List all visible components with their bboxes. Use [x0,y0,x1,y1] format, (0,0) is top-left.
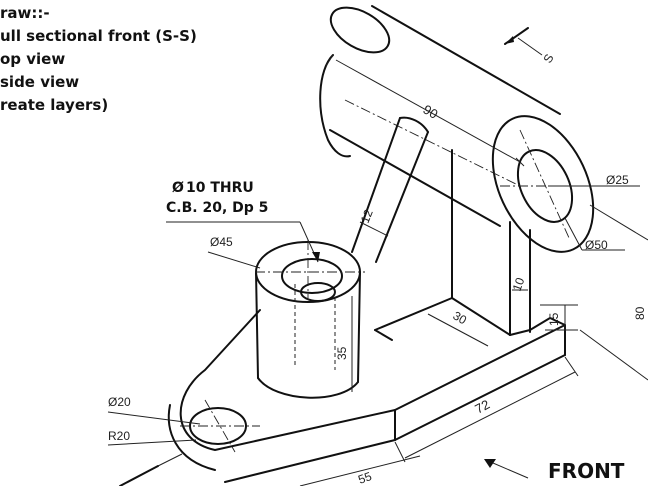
base-plate [167,297,566,483]
hole-spec-line2: C.B. 20, Dp 5 [166,200,268,216]
hole-spec-line1: 10 THRU [186,180,254,196]
svg-text:30: 30 [451,308,470,327]
instructions-heading: raw::- [0,4,50,22]
hole-spec-diameter-symbol: Ø [172,180,184,196]
dim-cylinder-length: 90 [325,54,525,167]
dim-base-width: 55 [299,455,421,486]
svg-text:90: 90 [421,102,441,122]
hole-callout: Ø 10 THRU C.B. 20, Dp 5 [166,180,320,263]
dim-bore-dia: Ø25 [548,173,640,187]
section-label-top: S [540,52,556,66]
instructions-list: raw::- ull sectional front (S-S) op view… [0,2,197,117]
svg-text:Ø25: Ø25 [606,173,629,187]
svg-text:72: 72 [472,397,492,417]
instruction-item: ull sectional front (S-S) [0,27,197,45]
dim-base-length: 72 [394,356,579,463]
vertical-boss [255,240,365,399]
svg-text:12: 12 [358,207,376,225]
dim-cylinder-dia: Ø50 [564,204,648,252]
section-arrow-bottom [119,453,183,486]
instruction-item: side view [0,73,80,91]
front-label: FRONT [548,459,625,483]
dim-boss-dia: Ø45 [207,235,261,269]
svg-text:Ø50: Ø50 [585,238,608,252]
rib: 12 [351,116,429,263]
front-indicator: FRONT [484,459,625,483]
top-cylinder [319,5,595,253]
svg-text:10: 10 [510,275,528,293]
svg-text:Ø20: Ø20 [108,395,131,409]
dim-hole-dia: Ø20 [107,395,201,425]
svg-text:Ø45: Ø45 [210,235,233,249]
dim-end-radius: R20 [107,429,197,446]
instruction-item: op view [0,50,66,68]
svg-text:R20: R20 [108,429,130,443]
dim-base-thickness: 15 [540,304,648,381]
section-arrow-s: S [504,27,557,66]
svg-text:35: 35 [335,346,349,360]
dim-boss-height: 35 [335,296,353,392]
instruction-item: reate layers) [0,96,109,114]
dim-right-edge: 80 [633,306,647,320]
dim-slot-depth: 30 [427,308,489,347]
end-hole [180,399,260,453]
svg-text:15: 15 [547,312,561,326]
upright-wall: 10 [451,149,531,336]
svg-text:55: 55 [356,469,374,486]
